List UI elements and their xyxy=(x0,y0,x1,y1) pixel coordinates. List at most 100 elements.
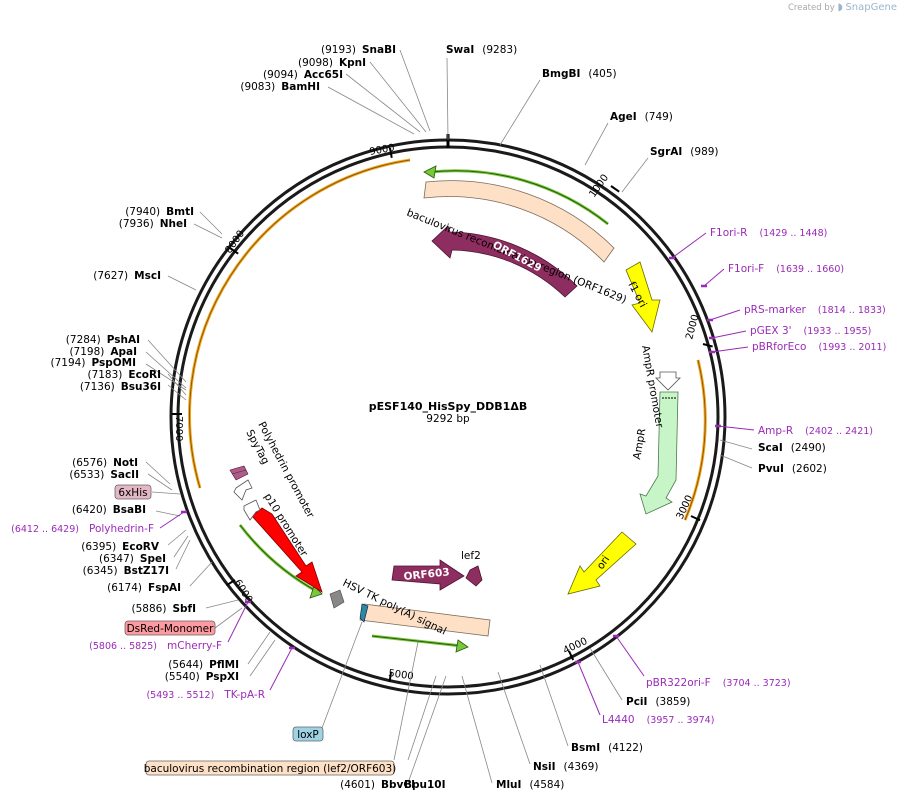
enzyme-site[interactable]: (7627)MscI xyxy=(93,270,161,282)
boxed-feature[interactable]: baculovirus recombination region (lef2/O… xyxy=(144,760,397,776)
primer-site[interactable]: pBRforEco(1993 .. 2011) xyxy=(752,341,886,353)
boxed-feature-label: loxP xyxy=(297,729,319,741)
enzyme-site[interactable]: Bpu10I xyxy=(404,779,446,791)
svg-text:(7936)NheI: (7936)NheI xyxy=(119,218,187,230)
primer-site[interactable]: pBR322ori-F(3704 .. 3723) xyxy=(646,677,791,689)
enzyme-site[interactable]: (9098)KpnI xyxy=(298,57,366,69)
site-position: (9083) xyxy=(240,81,275,93)
primer-site[interactable]: (6412 .. 6429)Polyhedrin-F xyxy=(11,523,154,535)
primer-range: (1639 .. 1660) xyxy=(776,264,844,275)
site-name: PspOMI xyxy=(91,357,136,369)
site-name: BstZ17I xyxy=(124,565,169,577)
primer-name: pBR322ori-F xyxy=(646,677,711,689)
enzyme-site[interactable]: (6347)SpeI xyxy=(99,553,166,565)
snapgene-logo-icon: ◗ xyxy=(837,2,843,13)
site-name: AgeI xyxy=(610,111,637,123)
site-name: NheI xyxy=(160,218,187,230)
enzyme-site[interactable]: (7194) PspOMI xyxy=(51,357,136,369)
site-name: Acc65I xyxy=(304,69,343,81)
polyhedrin-promoter-arrow xyxy=(233,479,253,501)
loxp-shape xyxy=(359,603,369,623)
svg-text:(5806 .. 5825)mCherry-F: (5806 .. 5825) mCherry-F xyxy=(89,640,222,652)
boxed-feature[interactable]: DsRed-Monomer xyxy=(124,620,216,636)
enzyme-site[interactable]: AgeI(749) xyxy=(610,111,673,123)
primer-name: Polyhedrin-F xyxy=(89,523,154,535)
enzyme-site[interactable]: (6576)NotI xyxy=(72,457,138,469)
enzyme-site[interactable]: ScaI(2490) xyxy=(758,442,826,454)
site-name: PvuI xyxy=(758,463,784,475)
enzyme-site[interactable]: (7136)Bsu36I xyxy=(80,381,161,393)
enzyme-site[interactable]: SgrAI(989) xyxy=(650,146,719,158)
primer-name: mCherry-F xyxy=(167,640,222,652)
primer-site[interactable]: pRS-marker(1814 .. 1833) xyxy=(744,304,886,316)
enzyme-site[interactable]: MluI(4584) xyxy=(496,779,564,791)
svg-text:(5540)PspXI: (5540)PspXI xyxy=(165,671,239,683)
primer-site[interactable]: Amp-R(2402 .. 2421) xyxy=(758,425,873,437)
primer-site[interactable]: (5493 .. 5512)TK-pA-R xyxy=(146,689,265,701)
site-name: BmgBI xyxy=(542,68,580,80)
svg-text:(7627)MscI: (7627)MscI xyxy=(93,270,161,282)
site-position: (6533) xyxy=(69,469,104,481)
brand-name: SnapGene xyxy=(845,2,897,13)
primer-site[interactable]: F1ori-R(1429 .. 1448) xyxy=(710,227,827,239)
svg-text:(6420)BsaBI: (6420)BsaBI xyxy=(72,504,146,516)
svg-text:pBR322ori-F(3704 .. 3723): pBR322ori-F(3704 .. 3723) xyxy=(646,677,791,689)
site-name: BamHI xyxy=(281,81,320,93)
site-name: PshAI xyxy=(107,334,140,346)
primer-range: (5806 .. 5825) xyxy=(89,641,157,652)
primer-site[interactable]: L4440(3957 .. 3974) xyxy=(602,714,714,726)
site-name: Bpu10I xyxy=(404,779,446,791)
svg-text:(6533)SacII: (6533)SacII xyxy=(69,469,139,481)
primer-name: pGEX 3' xyxy=(750,325,792,337)
boxed-feature[interactable]: loxP xyxy=(292,726,324,742)
site-position: (7194) xyxy=(51,357,86,369)
enzyme-site[interactable]: (7284)PshAI xyxy=(66,334,140,346)
site-position: (2602) xyxy=(792,463,827,475)
primer-site[interactable]: F1ori-F(1639 .. 1660) xyxy=(728,263,844,275)
enzyme-site[interactable]: (7198)ApaI xyxy=(69,346,137,358)
enzyme-site[interactable]: (5644)PflMI xyxy=(168,659,239,671)
enzyme-site[interactable]: (6395)EcoRV xyxy=(81,541,160,553)
svg-text:F1ori-F(1639 .. 1660): F1ori-F(1639 .. 1660) xyxy=(728,263,844,275)
svg-text:SwaI(9283): SwaI(9283) xyxy=(446,44,517,56)
site-position: (5644) xyxy=(168,659,203,671)
spytag-line xyxy=(231,469,247,475)
enzyme-site[interactable]: (7940)BmtI xyxy=(125,206,194,218)
enzyme-site[interactable]: (7183)EcoRI xyxy=(87,369,161,381)
tick-label: 1000 xyxy=(587,173,611,200)
enzyme-site[interactable]: BsmI(4122) xyxy=(571,742,643,754)
enzyme-site[interactable]: (9193)SnaBI xyxy=(321,44,396,56)
enzyme-site[interactable]: (4601)BbvCI xyxy=(340,779,415,791)
enzyme-site[interactable]: BmgBI(405) xyxy=(542,68,617,80)
primer-site[interactable]: (5806 .. 5825) mCherry-F xyxy=(89,640,222,652)
site-position: (6420) xyxy=(72,504,107,516)
primer-site[interactable]: pGEX 3'(1933 .. 1955) xyxy=(750,325,871,337)
enzyme-site[interactable]: (9083) BamHI xyxy=(240,81,320,93)
enzyme-site[interactable]: SwaI(9283) xyxy=(446,44,517,56)
boxed-feature-label: baculovirus recombination region (lef2/O… xyxy=(144,763,397,775)
tick-label: 5000 xyxy=(388,668,415,682)
enzyme-site[interactable]: (6420)BsaBI xyxy=(72,504,146,516)
tick-label: 2000 xyxy=(684,313,701,340)
svg-text:SgrAI(989): SgrAI(989) xyxy=(650,146,719,158)
enzyme-site[interactable]: (5540)PspXI xyxy=(165,671,239,683)
site-name: ApaI xyxy=(110,346,137,358)
boxed-feature[interactable]: 6xHis xyxy=(114,484,152,500)
enzyme-site[interactable]: PvuI (2602) xyxy=(758,463,827,475)
svg-text:(7136)Bsu36I: (7136)Bsu36I xyxy=(80,381,161,393)
svg-text:(9098)KpnI: (9098)KpnI xyxy=(298,57,366,69)
svg-text:(9094)Acc65I: (9094)Acc65I xyxy=(263,69,343,81)
site-position: (7183) xyxy=(87,369,122,381)
enzyme-site[interactable]: (6533)SacII xyxy=(69,469,139,481)
enzyme-site[interactable]: (7936)NheI xyxy=(119,218,187,230)
ori-arrow xyxy=(567,531,637,595)
svg-text:(9083)BamHI: (9083) BamHI xyxy=(240,81,320,93)
enzyme-site[interactable]: PciI(3859) xyxy=(626,696,690,708)
enzyme-site[interactable]: (5886)SbfI xyxy=(132,603,196,615)
enzyme-site[interactable]: (9094)Acc65I xyxy=(263,69,343,81)
enzyme-site[interactable]: (6345)BstZ17I xyxy=(83,565,169,577)
hsv-tk-polya-shape xyxy=(329,589,345,609)
tick-label: 7000 xyxy=(173,416,184,441)
enzyme-site[interactable]: NsiI(4369) xyxy=(533,761,598,773)
enzyme-site[interactable]: (6174)FspAI xyxy=(107,582,181,594)
